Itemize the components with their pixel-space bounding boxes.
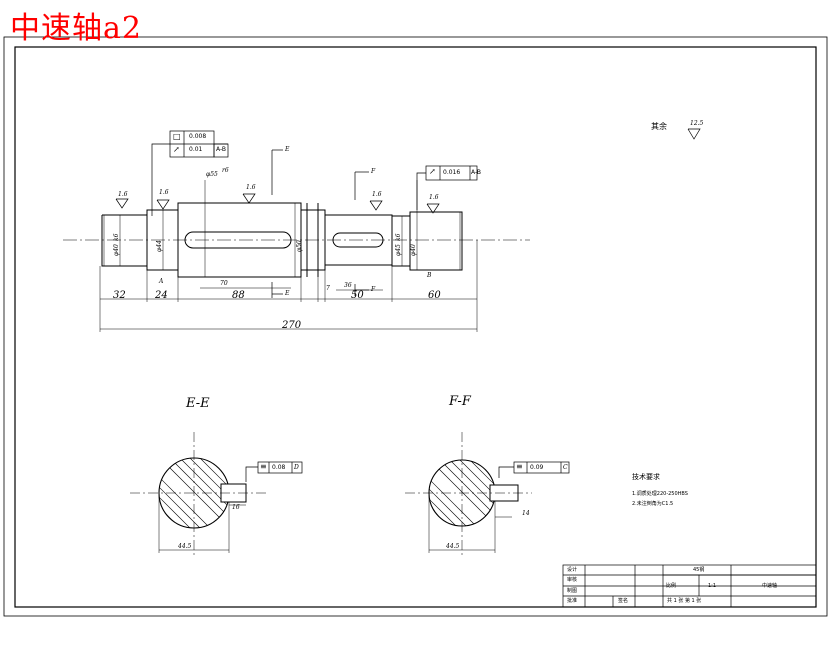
symmetry-datum-f: C [563, 464, 568, 471]
tech-req-title: 技术要求 [632, 473, 660, 481]
dim-total: 270 [282, 320, 302, 331]
dim-36: 36 [344, 282, 352, 289]
dim-60: 60 [428, 290, 441, 301]
dim-32: 32 [113, 290, 126, 301]
tb-material: 45钢 [693, 567, 705, 573]
symmetry-symbol-e: ≡ [260, 462, 267, 471]
diameter-1: φ40 [113, 244, 120, 256]
fit-d45: k6 [395, 233, 402, 241]
roughness-value-2: 1.6 [159, 189, 169, 196]
diameter-5: φ45 [395, 244, 402, 256]
tb-seal: 签名 [618, 598, 629, 604]
dimension-lines [99, 180, 478, 332]
section-f-view [405, 432, 532, 555]
runout-datum-left: A-B [216, 146, 227, 153]
symmetry-datum-e: D [294, 464, 299, 471]
dim-7: 7 [326, 285, 330, 292]
fit-d55: r6 [222, 167, 229, 174]
tb-scale-label: 比例 [666, 583, 677, 589]
symmetry-value-e: 0.08 [272, 464, 286, 471]
tech-req-item-1: 1.调质处理220-250HBS [632, 491, 688, 497]
section-f-key: 14 [522, 510, 530, 517]
dim-70: 70 [220, 280, 228, 287]
roughness-symbols [115, 128, 701, 214]
symmetry-symbol-f: ≡ [516, 462, 523, 471]
tb-check: 审核 [567, 577, 578, 583]
runout-value-right: 0.016 [443, 169, 461, 176]
flatness-symbol: □ [173, 132, 181, 141]
tb-part-name: 中速轴 [762, 583, 778, 589]
drawing-title: 中速轴a2 [10, 11, 142, 46]
outer-border [3, 36, 828, 617]
runout-symbol-left: ↗ [173, 145, 180, 154]
section-title-f: F-F [449, 394, 471, 409]
section-marker-f-top: F [371, 168, 376, 175]
section-e-key: 16 [232, 504, 240, 511]
flatness-value: 0.008 [189, 133, 207, 140]
section-cut-markers [271, 149, 369, 298]
runout-value-left: 0.01 [189, 146, 203, 153]
roughness-value-4: 1.6 [372, 191, 382, 198]
roughness-value-1: 1.6 [118, 191, 128, 198]
section-f-width: 44.5 [446, 543, 460, 550]
section-title-e: E-E [186, 396, 210, 411]
dim-24: 24 [155, 290, 168, 301]
runout-datum-right: A-B [471, 169, 482, 176]
section-marker-e-bottom: E [285, 290, 290, 297]
tech-req-item-2: 2.未注倒角为C1.5 [632, 501, 674, 507]
roughness-other-label: 其余 [651, 122, 667, 131]
roughness-value-3: 1.6 [246, 184, 256, 191]
runout-symbol-right: ↗ [429, 167, 436, 176]
fit-d40: k6 [113, 233, 120, 241]
title-block-grid [562, 564, 817, 608]
dim-88: 88 [232, 290, 245, 301]
section-e-view [130, 432, 266, 555]
datum-b: B [427, 272, 432, 279]
tb-sheet: 共 1 张 第 1 张 [667, 598, 702, 604]
diameter-6: φ40 [410, 244, 417, 256]
section-marker-f-bottom: F [371, 286, 376, 293]
roughness-other-value: 12.5 [690, 120, 704, 127]
diameter-4: φ50 [296, 240, 303, 252]
symmetry-value-f: 0.09 [530, 464, 544, 471]
dim-50: 50 [351, 290, 364, 301]
tolerance-frames [151, 130, 570, 482]
inner-border [14, 46, 817, 608]
diameter-2: φ44 [156, 240, 163, 252]
tb-scale-value: 1:1 [708, 583, 717, 589]
roughness-value-5: 1.6 [429, 194, 439, 201]
tb-design: 设计 [567, 567, 578, 573]
section-e-width: 44.5 [178, 543, 192, 550]
tb-approve: 批准 [567, 598, 578, 604]
section-marker-e-top: E [285, 146, 290, 153]
diameter-3: φ55 [206, 171, 218, 178]
datum-a: A [159, 278, 164, 285]
shaft-outline [101, 202, 463, 278]
tb-drawing: 制图 [567, 588, 578, 594]
